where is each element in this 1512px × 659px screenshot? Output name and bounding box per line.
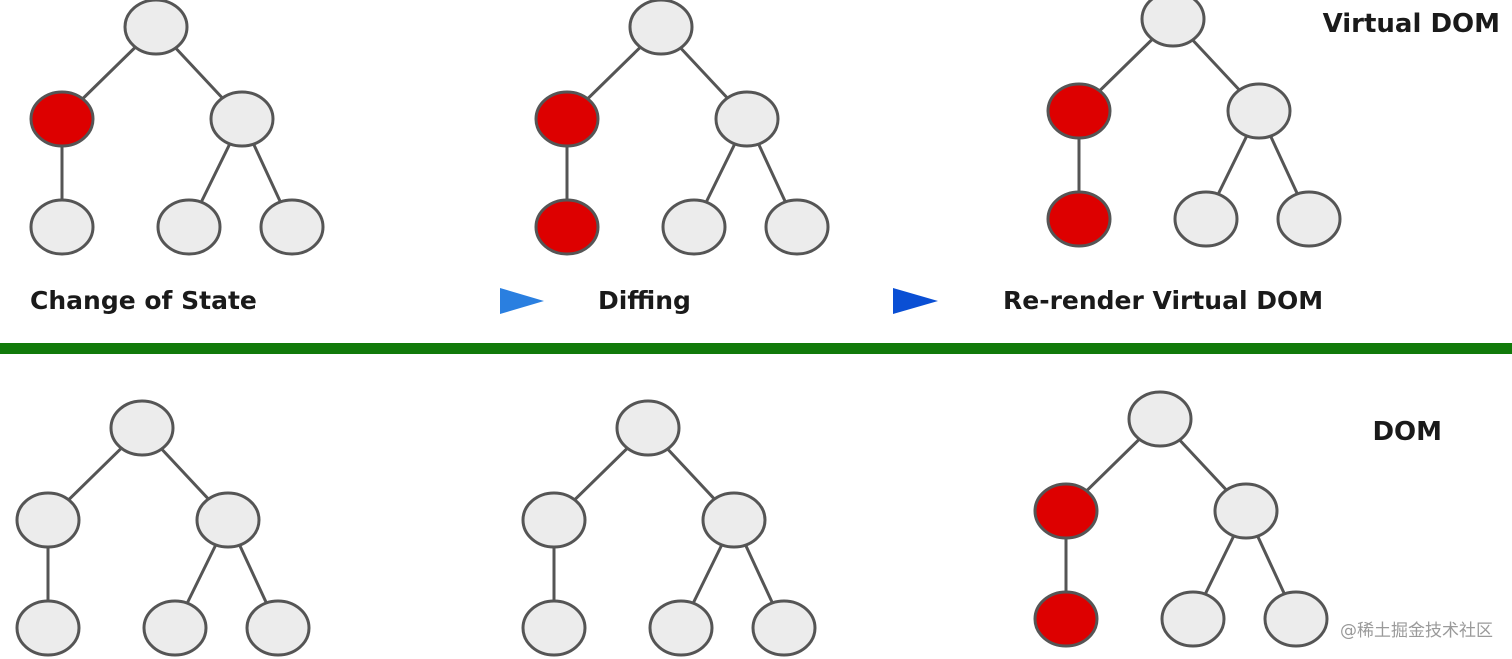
tree-node-left-grandchild	[29, 198, 95, 256]
tree-virtual-dom-change-of-state	[29, 0, 325, 256]
tree-node-right-grandchild-a	[648, 599, 714, 657]
tree-dom-change-of-state	[15, 399, 311, 657]
changed-node-left-grandchild	[1033, 590, 1099, 648]
tree-node-root	[628, 0, 694, 56]
tree-node-root	[1127, 390, 1193, 448]
tree-virtual-dom-diffing	[534, 0, 830, 256]
changed-node-left-child	[1033, 482, 1099, 540]
arrow-diffing-to-rerender	[729, 288, 938, 314]
changed-node-left-child	[1046, 82, 1112, 140]
tree-node-right-child	[1213, 482, 1279, 540]
virtual-dom-section-title: Virtual DOM	[1323, 9, 1500, 39]
tree-dom-rerender-virtual-dom	[1033, 390, 1329, 648]
tree-node-right-grandchild-b	[245, 599, 311, 657]
tree-node-left-grandchild	[15, 599, 81, 657]
tree-node-right-grandchild-a	[1160, 590, 1226, 648]
changed-node-left-child	[29, 90, 95, 148]
tree-virtual-dom-rerender-virtual-dom	[1046, 0, 1342, 248]
tree-node-right-grandchild-a	[1173, 190, 1239, 248]
diffing-label: Diffing	[598, 286, 691, 315]
tree-node-left-child	[521, 491, 587, 549]
tree-node-root	[1140, 0, 1206, 48]
tree-node-right-grandchild-a	[661, 198, 727, 256]
dom-section-title: DOM	[1372, 417, 1442, 447]
tree-node-right-child	[714, 90, 780, 148]
section-divider	[0, 343, 1512, 354]
tree-node-root	[123, 0, 189, 56]
tree-node-right-grandchild-b	[764, 198, 830, 256]
tree-node-right-grandchild-b	[1263, 590, 1329, 648]
watermark-text: @稀土掘金技术社区	[1340, 621, 1493, 641]
trees-layer	[15, 0, 1342, 657]
change-of-state-label: Change of State	[30, 286, 257, 315]
tree-node-left-grandchild	[521, 599, 587, 657]
arrow-change-to-diffing	[335, 288, 544, 314]
tree-node-right-grandchild-b	[1276, 190, 1342, 248]
rerender-virtual-dom-label: Re-render Virtual DOM	[1003, 286, 1323, 315]
tree-node-right-child	[195, 491, 261, 549]
changed-node-left-grandchild	[1046, 190, 1112, 248]
tree-node-right-grandchild-b	[259, 198, 325, 256]
tree-node-right-grandchild-b	[751, 599, 817, 657]
tree-node-right-child	[1226, 82, 1292, 140]
tree-node-right-child	[209, 90, 275, 148]
tree-node-right-child	[701, 491, 767, 549]
tree-node-right-grandchild-a	[156, 198, 222, 256]
tree-node-right-grandchild-a	[142, 599, 208, 657]
tree-node-root	[615, 399, 681, 457]
changed-node-left-child	[534, 90, 600, 148]
tree-dom-diffing	[521, 399, 817, 657]
tree-node-root	[109, 399, 175, 457]
tree-node-left-child	[15, 491, 81, 549]
changed-node-left-grandchild	[534, 198, 600, 256]
